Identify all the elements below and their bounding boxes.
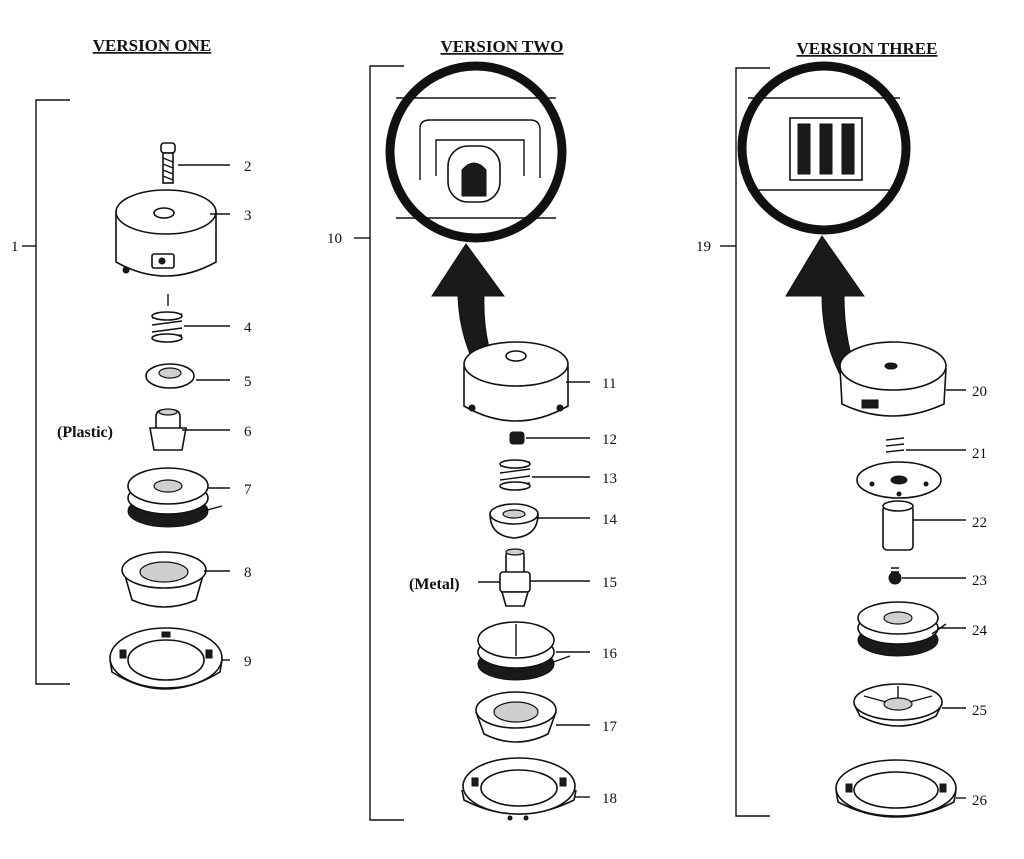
part-label-16: 16	[602, 646, 618, 662]
part-label-18: 18	[602, 791, 617, 807]
part-label-6: 6	[244, 424, 252, 440]
assembly-label-10: 10	[327, 231, 342, 247]
part-label-5: 5	[244, 374, 252, 390]
note-metal: (Metal)	[409, 576, 460, 593]
leaders-version-two	[478, 381, 590, 798]
part-15-insert	[499, 548, 531, 607]
part-12-retainer	[509, 431, 525, 445]
header-version-two: VERSION TWO	[441, 37, 564, 56]
part-label-20: 20	[972, 384, 987, 400]
part-23-bolt	[888, 567, 902, 585]
part-label-26: 26	[972, 793, 988, 809]
part-21-spring	[885, 437, 905, 453]
part-18-ring	[461, 757, 577, 821]
part-label-24: 24	[972, 623, 988, 639]
part-6-insert	[149, 408, 187, 451]
part-2-bolt	[160, 142, 176, 184]
part-13-spring	[499, 459, 531, 491]
part-24-spool	[857, 601, 947, 657]
part-label-17: 17	[602, 719, 618, 735]
part-label-7: 7	[244, 482, 252, 498]
part-25-cover	[853, 683, 943, 727]
part-label-21: 21	[972, 446, 987, 462]
leaders-version-three	[902, 389, 966, 799]
bracket-version-two: 10	[327, 65, 404, 821]
assembly-label-19: 19	[696, 239, 711, 255]
part-5-washer	[145, 363, 195, 389]
header-version-one: VERSION ONE	[93, 36, 212, 55]
bracket-version-three: 19	[696, 67, 770, 817]
part-11-housing	[463, 341, 569, 422]
part-9-ring	[109, 627, 223, 690]
part-16-spool	[477, 621, 571, 681]
part-17-cover	[475, 691, 557, 743]
header-version-three: VERSION THREE	[797, 39, 938, 58]
bracket-version-one: 1	[11, 99, 70, 685]
part-label-15: 15	[602, 575, 617, 591]
part-20-housing	[839, 341, 947, 417]
part-4-spring	[151, 311, 183, 343]
part-label-8: 8	[244, 565, 252, 581]
part-label-25: 25	[972, 703, 987, 719]
part-label-22: 22	[972, 515, 987, 531]
part-label-13: 13	[602, 471, 617, 487]
assembly-label-1: 1	[11, 239, 19, 255]
part-8-cover	[121, 551, 207, 608]
detail-circle-version-three	[737, 61, 911, 235]
part-label-11: 11	[602, 376, 616, 392]
part-label-3: 3	[244, 208, 252, 224]
detail-circle-version-two	[385, 61, 567, 243]
part-26-ring	[835, 759, 957, 818]
part-14-washer	[489, 503, 539, 539]
part-label-14: 14	[602, 512, 618, 528]
part-label-4: 4	[244, 320, 252, 336]
part-label-2: 2	[244, 159, 252, 175]
part-3-housing	[115, 189, 217, 277]
part-7-spool	[127, 467, 223, 528]
leaders-version-one	[178, 164, 230, 661]
part-label-23: 23	[972, 573, 987, 589]
part-22-tube	[856, 461, 942, 551]
part-label-9: 9	[244, 654, 252, 670]
part-label-12: 12	[602, 432, 617, 448]
note-plastic: (Plastic)	[57, 424, 113, 441]
